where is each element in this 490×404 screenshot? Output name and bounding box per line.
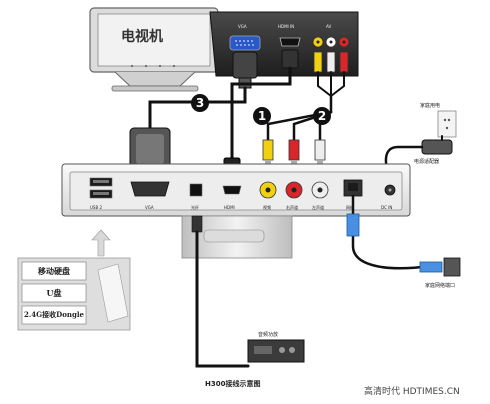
callout-1: 1 [253,107,271,125]
tv-vga-port [229,35,261,51]
network-label: 家庭网络端口 [425,283,456,289]
tv-av-label: AV [326,24,332,29]
usb-device-dongle-label: 2.4G接收Dongle [24,310,84,319]
outlet-label: 家庭用电 [420,103,441,109]
port-label-lan: 网络 [346,205,354,210]
audio-cable [191,215,250,368]
usb-device-udisk-label: U盘 [46,288,62,298]
tv-hdmi-in-label: HDMI IN [278,24,295,29]
usb-connection [17,229,131,331]
device-vga-port [130,181,170,197]
av-cable [266,51,349,142]
tv-label: 电视机 [121,29,163,45]
usb-device-list-item: 2.4G接收Dongle [22,306,86,324]
wall-outlet [437,110,457,138]
device-stand [181,215,293,259]
port-label-video: 视频 [263,205,271,210]
port-label-dc: DC IN [381,205,393,210]
device-hdmi-port [222,185,242,195]
h300-device [61,163,411,217]
tv-monitor [89,7,219,92]
usb-device-hdd-label: 移动硬盘 [38,266,70,276]
amplifier [247,339,305,363]
port-label-audio-r: 右声道 [286,205,298,210]
diagram-caption: H300接线示意图 [205,380,261,388]
network-cable [346,194,461,277]
tv-av-ports [312,36,350,48]
callout-3: 3 [191,94,209,112]
tv-hdmi-port [279,37,301,47]
adapter-label: 电源适配器 [414,159,440,165]
usb-device-list-item: 移动硬盘 [22,262,86,280]
port-label-optical: 光纤 [191,205,199,210]
port-label-usb: USB 2 [90,205,103,210]
callout-2: 2 [313,107,331,125]
watermark: 高清时代 HDTIMES.CN [364,387,460,397]
hdmi-cable [230,49,299,160]
port-label-hdmi: HDMI [224,205,235,210]
device-rca-ports [259,181,329,199]
svg-text:3: 3 [196,96,204,110]
svg-text:2: 2 [318,109,326,123]
usb-device-list-item: U盘 [22,284,86,302]
device-usb-ports [89,177,113,199]
tv-vga-label: VGA [238,24,247,29]
port-label-vga: VGA [145,205,154,210]
svg-text:1: 1 [258,109,266,123]
port-label-audio-l: 左声道 [312,205,324,210]
device-optical-port [189,183,203,197]
amplifier-label: 音频功放 [258,332,279,338]
